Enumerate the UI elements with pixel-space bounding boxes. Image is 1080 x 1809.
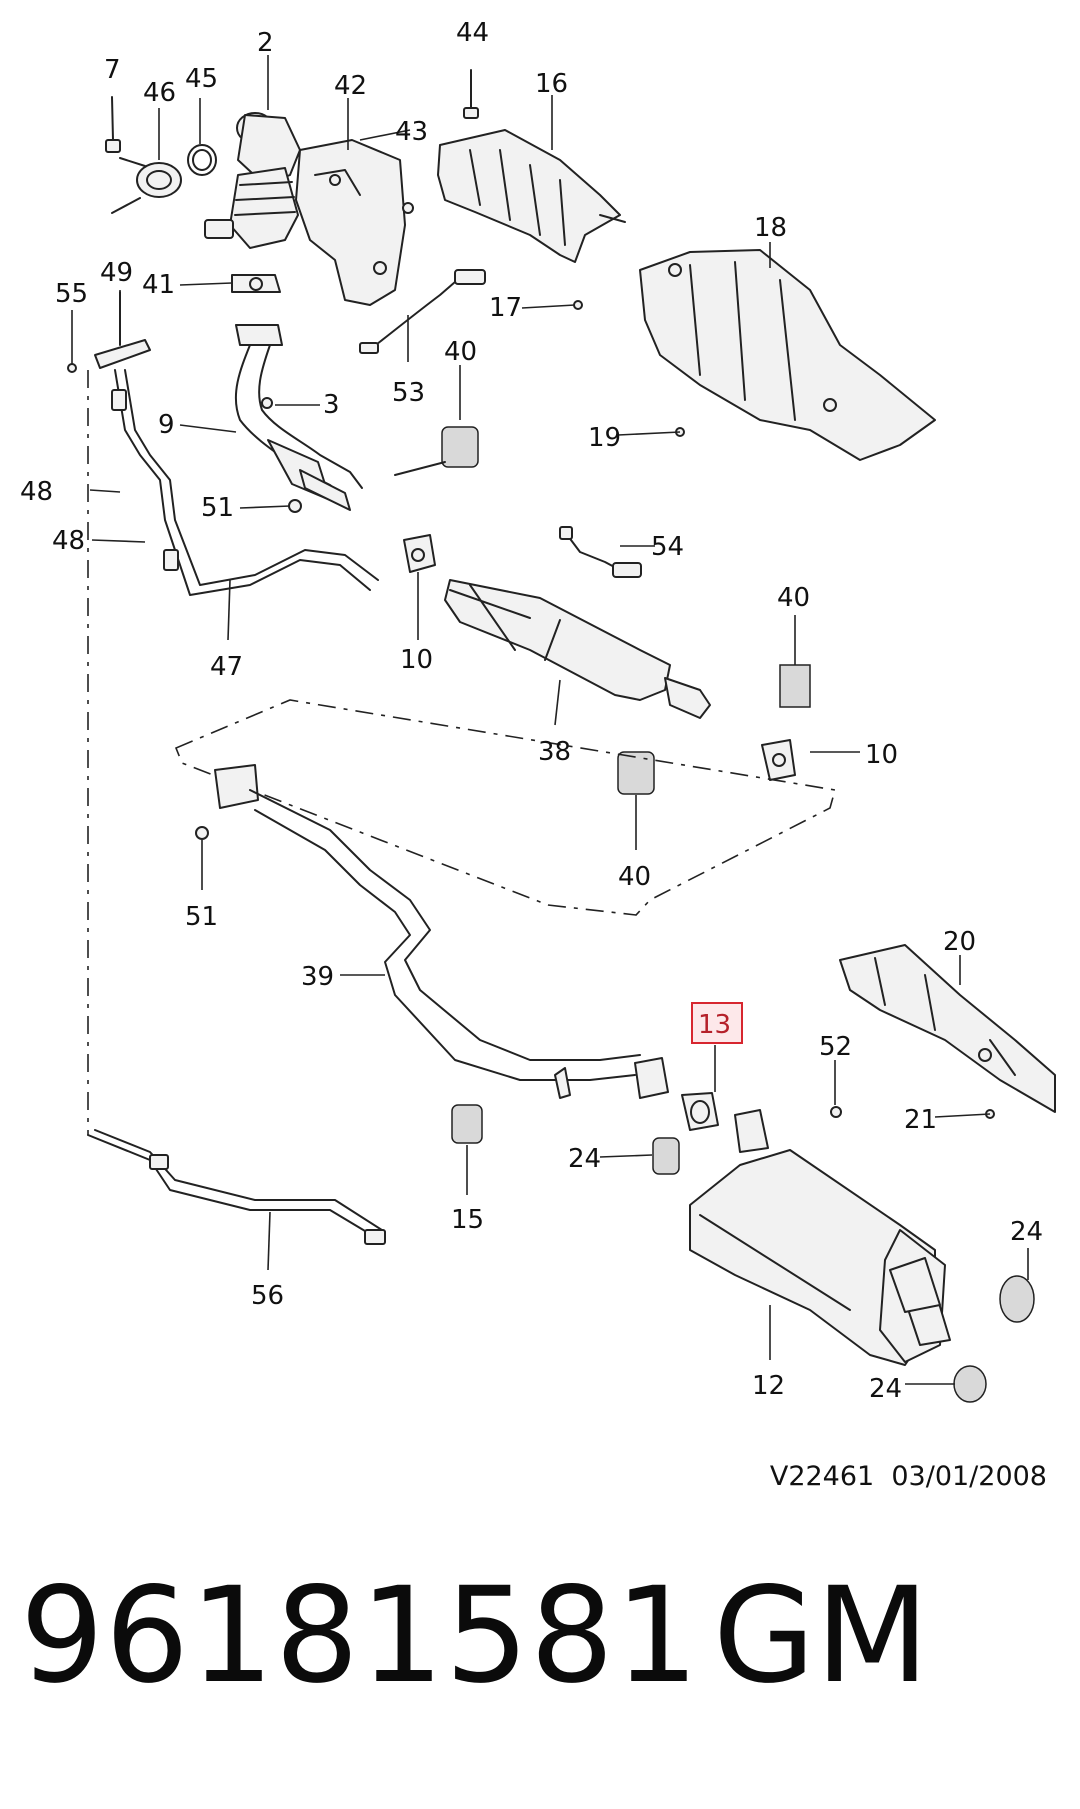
part-24-hanger-bottom [953, 1365, 987, 1403]
callout-21: 21 [904, 1105, 937, 1135]
callout-51-upper: 51 [201, 493, 234, 523]
part-51-nut-upper [288, 499, 302, 513]
part-53-oxygen-sensor [359, 269, 486, 354]
leader-lines [71, 55, 1029, 1385]
callout-16: 16 [535, 69, 568, 99]
part-24-hanger-center [652, 1137, 680, 1175]
callout-40-lower: 40 [618, 862, 651, 892]
callout-45: 45 [185, 64, 218, 94]
part-38-center-converter [444, 579, 711, 719]
callout-12: 12 [752, 1371, 785, 1401]
callout-52: 52 [819, 1032, 852, 1062]
part-15-hanger [451, 1104, 483, 1144]
part-16-heat-shield [437, 129, 626, 263]
callout-13[interactable]: 13 [698, 1010, 731, 1040]
part-9-front-pipe [234, 324, 363, 511]
part-number: 96181581 [20, 1559, 700, 1713]
callout-47: 47 [210, 652, 243, 682]
callout-44: 44 [456, 18, 489, 48]
callout-9: 9 [158, 410, 175, 440]
part-24-hanger-right [999, 1275, 1035, 1323]
part-40-hanger-lower [617, 751, 655, 795]
part-46-clamp [111, 157, 182, 214]
callout-10-upper: 10 [400, 645, 433, 675]
callout-41: 41 [142, 270, 175, 300]
part-13-gasket [634, 1057, 769, 1153]
callout-38: 38 [538, 737, 571, 767]
part-41-gasket [231, 274, 281, 293]
part-10-gasket-upper [403, 534, 436, 573]
callout-56: 56 [251, 1281, 284, 1311]
part-39-intermediate-pipe [214, 764, 641, 1099]
callout-19: 19 [588, 423, 621, 453]
callout-43: 43 [395, 117, 428, 147]
callout-24-right: 24 [1010, 1217, 1043, 1247]
callout-24-center: 24 [568, 1144, 601, 1174]
assembly-group-outline [174, 699, 837, 916]
callout-18: 18 [754, 213, 787, 243]
callout-7: 7 [104, 55, 121, 85]
part-18-heat-shield [639, 249, 936, 461]
callout-40-middle: 40 [777, 583, 810, 613]
callout-39: 39 [301, 962, 334, 992]
part-3-nut [261, 397, 273, 409]
callout-3: 3 [323, 390, 340, 420]
part-51-nut-lower [195, 826, 209, 840]
part-10-gasket-lower [761, 739, 796, 781]
callout-48-lower: 48 [52, 526, 85, 556]
callout-49: 49 [100, 258, 133, 288]
brand-name: GM [713, 1559, 930, 1713]
callout-54: 54 [651, 532, 684, 562]
callout-40-upper: 40 [444, 337, 477, 367]
part-52-nut [830, 1106, 842, 1118]
callout-17: 17 [489, 293, 522, 323]
part-54-oxygen-sensor [559, 526, 642, 578]
part-42-heat-shield [295, 139, 406, 306]
part-17-bolt [573, 300, 583, 310]
callout-15: 15 [451, 1205, 484, 1235]
part-44-bolt [463, 69, 479, 119]
callout-46: 46 [143, 78, 176, 108]
callout-labels: 2 7 46 45 42 44 16 43 18 49 41 55 17 40 … [20, 18, 1043, 1404]
part-40-hanger-middle [779, 664, 811, 708]
diagram-reference: V22461 03/01/2008 [769, 1461, 1047, 1492]
callout-53: 53 [392, 378, 425, 408]
callout-2: 2 [257, 28, 274, 58]
part-2-catalytic-converter [204, 112, 301, 249]
part-12-rear-muffler [689, 1149, 951, 1366]
part-56-wire [87, 370, 386, 1245]
callout-48-upper: 48 [20, 477, 53, 507]
callout-51-lower: 51 [185, 902, 218, 932]
callout-10-lower: 10 [865, 740, 898, 770]
callout-20: 20 [943, 927, 976, 957]
part-7-bolt [105, 96, 121, 153]
callout-13-highlight[interactable]: 13 [691, 1002, 743, 1044]
callout-42: 42 [334, 71, 367, 101]
part-20-heat-shield [839, 944, 1056, 1113]
part-47-pipe [111, 369, 379, 596]
part-43-nut [402, 202, 414, 214]
part-45-ring [187, 144, 217, 176]
callout-24-bottom: 24 [869, 1374, 902, 1404]
part-40-hanger-upper [394, 426, 479, 476]
callout-55: 55 [55, 279, 88, 309]
